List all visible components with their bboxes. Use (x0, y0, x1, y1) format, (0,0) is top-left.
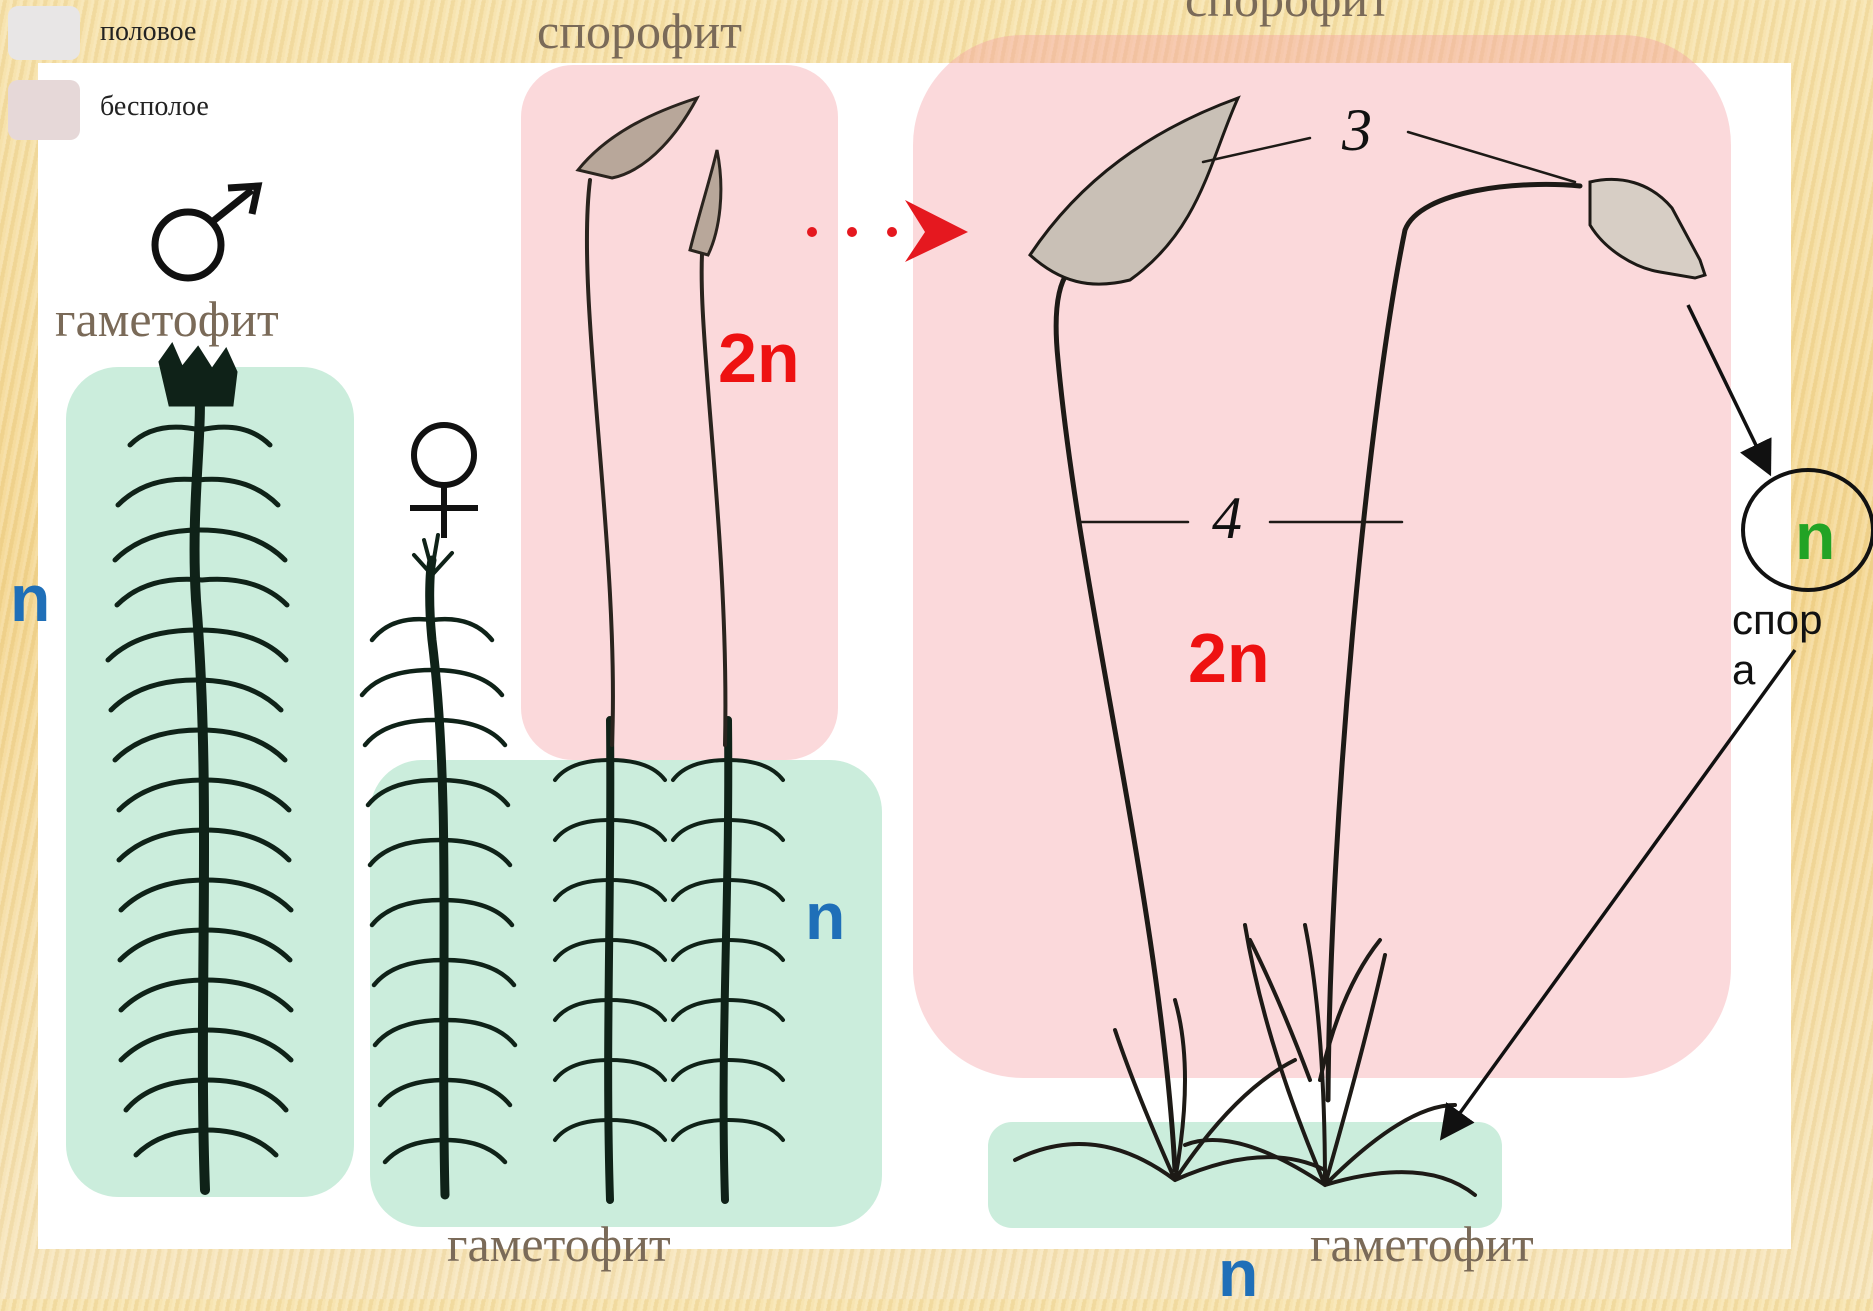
male-gametophyte-drawing (108, 345, 291, 1190)
spore-to-gametophyte-arrow (1444, 650, 1795, 1135)
gametophyte-label-right: гаметофит (1310, 1215, 1534, 1273)
female-symbol (410, 425, 478, 538)
spore-label: спор а (1732, 595, 1822, 695)
ploidy-spore: n (1795, 498, 1835, 574)
gametophyte-label-female: гаметофит (447, 1215, 671, 1273)
left-sporophyte-drawing (578, 98, 725, 745)
male-symbol (155, 186, 258, 278)
capsule-to-spore-arrow (1688, 305, 1768, 470)
right-sporophyte-drawing (1015, 98, 1705, 1195)
spore-label-line1: спор (1732, 595, 1822, 645)
sporophyte-label-left: спорофит (537, 2, 742, 60)
ploidy-right-gametophyte: n (1218, 1235, 1258, 1311)
ploidy-male-gametophyte: n (10, 560, 50, 636)
dotted-arrow (807, 200, 968, 262)
ploidy-left-sporophyte: 2n (718, 318, 800, 398)
ploidy-right-sporophyte: 2n (1188, 618, 1270, 698)
female-gametophyte-drawing (362, 535, 783, 1200)
spore-label-line2: а (1732, 645, 1822, 695)
capsule-part-number: 3 (1342, 96, 1372, 165)
ploidy-female-gametophyte: n (805, 878, 845, 954)
sporophyte-label-right: спорофит (1185, 0, 1390, 28)
seta-part-number: 4 (1212, 484, 1242, 553)
gametophyte-label-male: гаметофит (55, 290, 279, 348)
